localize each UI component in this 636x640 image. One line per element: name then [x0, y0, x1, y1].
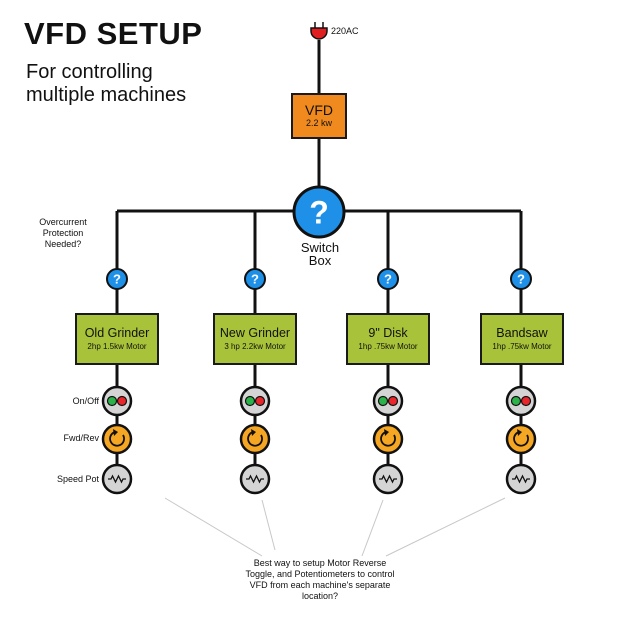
power-label: 220AC: [331, 26, 359, 36]
row-label-fwd-rev: Fwd/Rev: [63, 433, 99, 443]
machine-spec: 1hp .75kw Motor: [358, 342, 418, 351]
overcurrent-note: Overcurrent Protection Needed?: [39, 217, 87, 249]
on-off-switch-icon: [101, 385, 133, 417]
off-indicator: [116, 395, 128, 407]
machine-box-new-grinder: New Grinder 3 hp 2.2kw Motor: [213, 313, 297, 365]
machine-box-bandsaw: Bandsaw 1hp .75kw Motor: [480, 313, 564, 365]
diagram-subtitle: For controlling multiple machines: [26, 61, 187, 106]
vfd-rating: 2.2 kw: [305, 118, 332, 128]
leader-line: [361, 499, 384, 557]
overcurrent-protection-icon: ?: [106, 268, 128, 290]
machine-spec: 2hp 1.5kw Motor: [87, 342, 147, 351]
overcurrent-protection-icon: ?: [377, 268, 399, 290]
potentiometer-icon: [372, 463, 404, 495]
leader-line: [164, 497, 263, 557]
reverse-toggle-icon: [101, 423, 133, 455]
on-indicator: [510, 395, 522, 407]
vfd-box: VFD 2.2 kw: [291, 93, 347, 139]
leader-lines: [164, 497, 506, 557]
on-off-switch-icon: [505, 385, 537, 417]
question-mark: ?: [113, 272, 121, 287]
question-mark: ?: [309, 195, 329, 231]
reverse-toggle-icon: [239, 423, 271, 455]
machine-box-disk: 9" Disk 1hp .75kw Motor: [346, 313, 430, 365]
switch-box-icon: ?: [292, 185, 346, 239]
machine-box-old-grinder: Old Grinder 2hp 1.5kw Motor: [75, 313, 159, 365]
question-mark: ?: [251, 272, 259, 287]
machine-spec: 1hp .75kw Motor: [492, 342, 552, 351]
overcurrent-protection-icon: ?: [510, 268, 532, 290]
question-note: Best way to setup Motor Reverse Toggle, …: [245, 558, 395, 601]
potentiometer-icon: [239, 463, 271, 495]
reverse-toggle-icon: [372, 423, 404, 455]
leader-line: [261, 499, 276, 551]
on-indicator: [244, 395, 256, 407]
off-indicator: [387, 395, 399, 407]
machine-name: Bandsaw: [496, 326, 548, 340]
vfd-title: VFD: [305, 102, 333, 118]
on-indicator: [106, 395, 118, 407]
diagram-nodes: ?????: [101, 22, 537, 495]
row-label-on-off: On/Off: [72, 396, 99, 406]
switch-box-label: Switch Box: [300, 240, 340, 268]
on-indicator: [377, 395, 389, 407]
leader-line: [385, 497, 506, 557]
off-indicator: [520, 395, 532, 407]
machine-spec: 3 hp 2.2kw Motor: [224, 342, 286, 351]
question-mark: ?: [384, 272, 392, 287]
machine-name: Old Grinder: [84, 326, 150, 340]
on-off-switch-icon: [239, 385, 271, 417]
on-off-switch-icon: [372, 385, 404, 417]
row-label-speed-pot: Speed Pot: [56, 474, 99, 484]
question-mark: ?: [517, 272, 525, 287]
machine-name: New Grinder: [219, 326, 291, 340]
potentiometer-icon: [505, 463, 537, 495]
potentiometer-icon: [101, 463, 133, 495]
machine-name: 9" Disk: [368, 326, 408, 340]
diagram-title: VFD SETUP: [24, 16, 203, 51]
overcurrent-protection-icon: ?: [244, 268, 266, 290]
power-plug-icon: [310, 22, 328, 40]
reverse-toggle-icon: [505, 423, 537, 455]
off-indicator: [254, 395, 266, 407]
